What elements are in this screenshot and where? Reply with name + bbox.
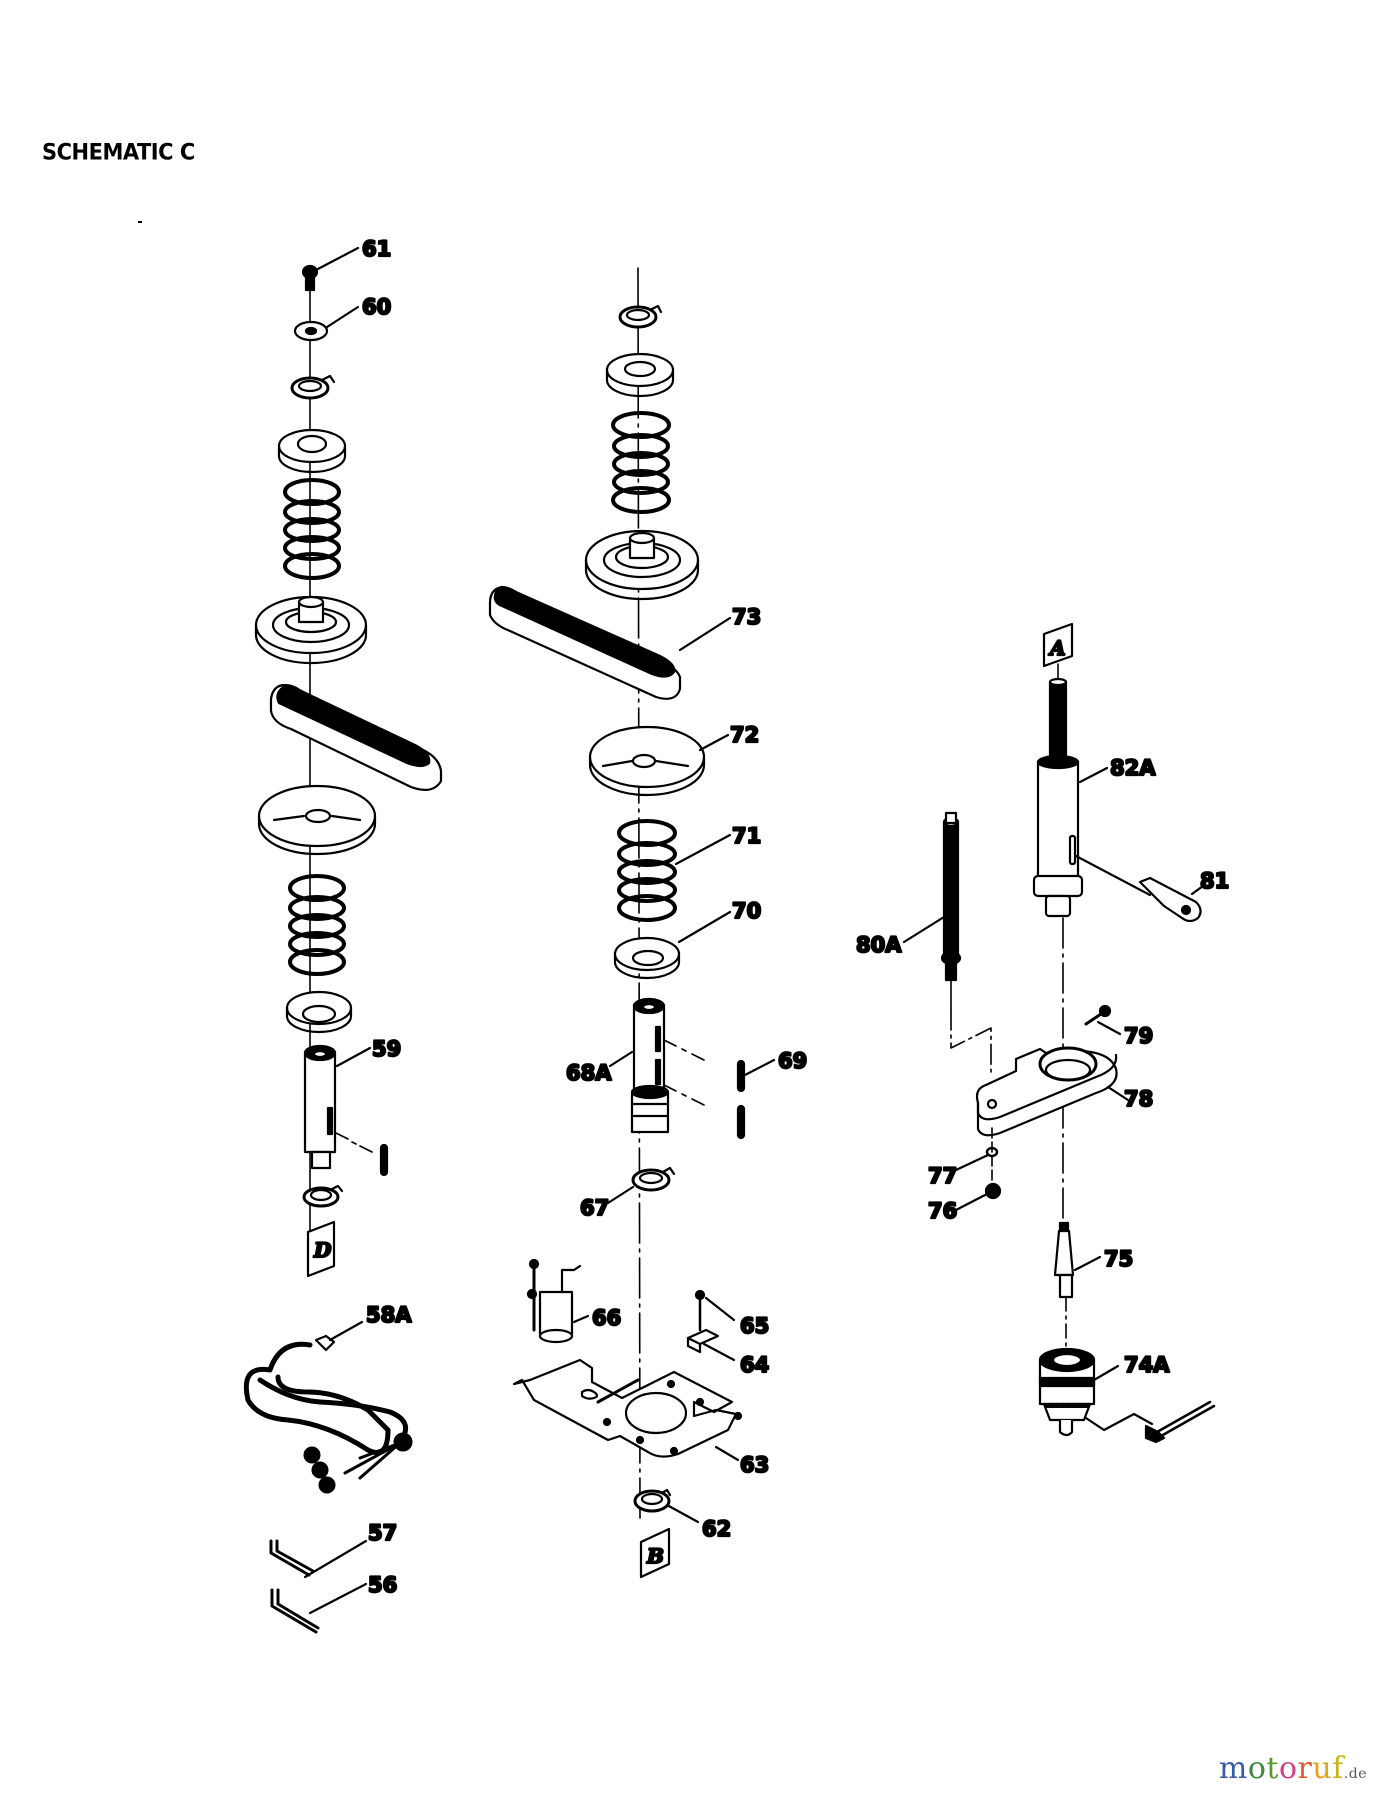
retaining-ring-lower-icon bbox=[302, 1184, 344, 1208]
hex-key-56-icon bbox=[270, 1588, 320, 1634]
depth-stop-bracket-78-icon bbox=[975, 1046, 1118, 1137]
spring-71-icon bbox=[617, 819, 677, 922]
svg-text:A: A bbox=[1048, 636, 1066, 660]
belt-left-icon bbox=[269, 683, 443, 792]
label-58a: 58A bbox=[366, 1303, 412, 1327]
label-80a: 80A bbox=[856, 933, 902, 957]
label-62: 62 bbox=[702, 1517, 731, 1541]
spring-cup-top-icon bbox=[605, 352, 675, 398]
spindle-82a-icon bbox=[1032, 677, 1084, 918]
label-60: 60 bbox=[362, 295, 391, 319]
spring-seat-icon bbox=[285, 990, 353, 1034]
wm-letter: u bbox=[1312, 1751, 1333, 1786]
spring-seat-70-icon bbox=[613, 936, 681, 980]
pulley-disc-72-icon bbox=[588, 725, 706, 797]
spring-top-icon bbox=[611, 411, 671, 514]
pulley-middle-icon bbox=[584, 529, 700, 601]
schematic-title: SCHEMATIC C bbox=[42, 139, 195, 165]
label-68a: 68A bbox=[566, 1061, 612, 1085]
label-71: 71 bbox=[732, 824, 761, 848]
motor-plate-63-icon bbox=[512, 1358, 743, 1458]
label-77: 77 bbox=[928, 1164, 957, 1188]
label-65: 65 bbox=[740, 1314, 769, 1338]
spring-lower-icon bbox=[288, 874, 346, 976]
retaining-ring-icon bbox=[290, 374, 336, 400]
quill-59-icon bbox=[303, 1044, 337, 1170]
motoruf-watermark: motoruf.de bbox=[1219, 1751, 1367, 1786]
hex-key-57-icon bbox=[269, 1539, 315, 1577]
spring-cup-icon bbox=[277, 428, 347, 474]
wm-letter: m bbox=[1218, 1751, 1248, 1786]
speck bbox=[138, 221, 142, 223]
reference-box-a: A bbox=[1042, 622, 1074, 668]
power-cord-58a-icon bbox=[243, 1334, 413, 1494]
label-66: 66 bbox=[592, 1306, 621, 1330]
label-82a: 82A bbox=[1110, 756, 1156, 780]
svg-text:B: B bbox=[646, 1544, 664, 1568]
right-assembly: A bbox=[902, 622, 1216, 1444]
label-76: 76 bbox=[928, 1199, 957, 1223]
retaining-ring-62-icon bbox=[633, 1488, 672, 1513]
part-labels: 61 60 59 58A 57 56 73 72 71 70 68A 69 67… bbox=[361, 236, 1230, 1598]
cable-clamp-64-icon bbox=[686, 1328, 720, 1354]
label-79: 79 bbox=[1124, 1024, 1153, 1048]
label-75: 75 bbox=[1104, 1247, 1133, 1271]
retaining-ring-67-icon bbox=[631, 1166, 676, 1192]
wm-letter: t bbox=[1266, 1751, 1279, 1786]
spring-icon bbox=[283, 478, 341, 580]
retaining-ring-top-icon bbox=[618, 304, 663, 329]
label-56: 56 bbox=[368, 1573, 397, 1597]
screw-61-icon bbox=[301, 264, 319, 292]
arbor-75-icon bbox=[1053, 1221, 1075, 1299]
drift-key-81-icon bbox=[1138, 876, 1202, 923]
middle-assembly: B bbox=[488, 267, 776, 1579]
belt-73-icon bbox=[488, 585, 682, 700]
label-72: 72 bbox=[730, 723, 759, 747]
label-57: 57 bbox=[368, 1521, 397, 1545]
label-74a: 74A bbox=[1124, 1353, 1170, 1377]
label-69: 69 bbox=[778, 1049, 807, 1073]
depth-rod-80a-icon bbox=[940, 811, 962, 1011]
wm-letter: r bbox=[1297, 1751, 1313, 1786]
label-67: 67 bbox=[580, 1196, 609, 1220]
label-78: 78 bbox=[1124, 1087, 1153, 1111]
wm-suffix: .de bbox=[1343, 1766, 1367, 1782]
washer-60-icon bbox=[293, 320, 329, 342]
wm-letter: o bbox=[1278, 1751, 1298, 1786]
switch-box-66-icon bbox=[526, 1258, 582, 1344]
reference-box-d: D bbox=[306, 1220, 336, 1278]
svg-text:D: D bbox=[313, 1238, 332, 1262]
drill-chuck-74a-icon bbox=[1038, 1347, 1096, 1437]
label-64: 64 bbox=[740, 1353, 769, 1377]
left-assembly: D bbox=[254, 246, 443, 1278]
reference-box-b: B bbox=[639, 1527, 671, 1579]
label-61: 61 bbox=[362, 237, 391, 261]
chuck-key-icon bbox=[1084, 1400, 1216, 1444]
label-70: 70 bbox=[732, 899, 761, 923]
quill-68a-icon bbox=[630, 997, 670, 1134]
pulley-upper-icon bbox=[254, 595, 368, 665]
label-81: 81 bbox=[1200, 869, 1229, 893]
pulley-disc-icon bbox=[257, 784, 377, 856]
wm-letter: o bbox=[1247, 1751, 1267, 1786]
label-73: 73 bbox=[732, 605, 761, 629]
wm-letter: f bbox=[1332, 1751, 1344, 1786]
label-63: 63 bbox=[740, 1453, 769, 1477]
label-59: 59 bbox=[372, 1037, 401, 1061]
